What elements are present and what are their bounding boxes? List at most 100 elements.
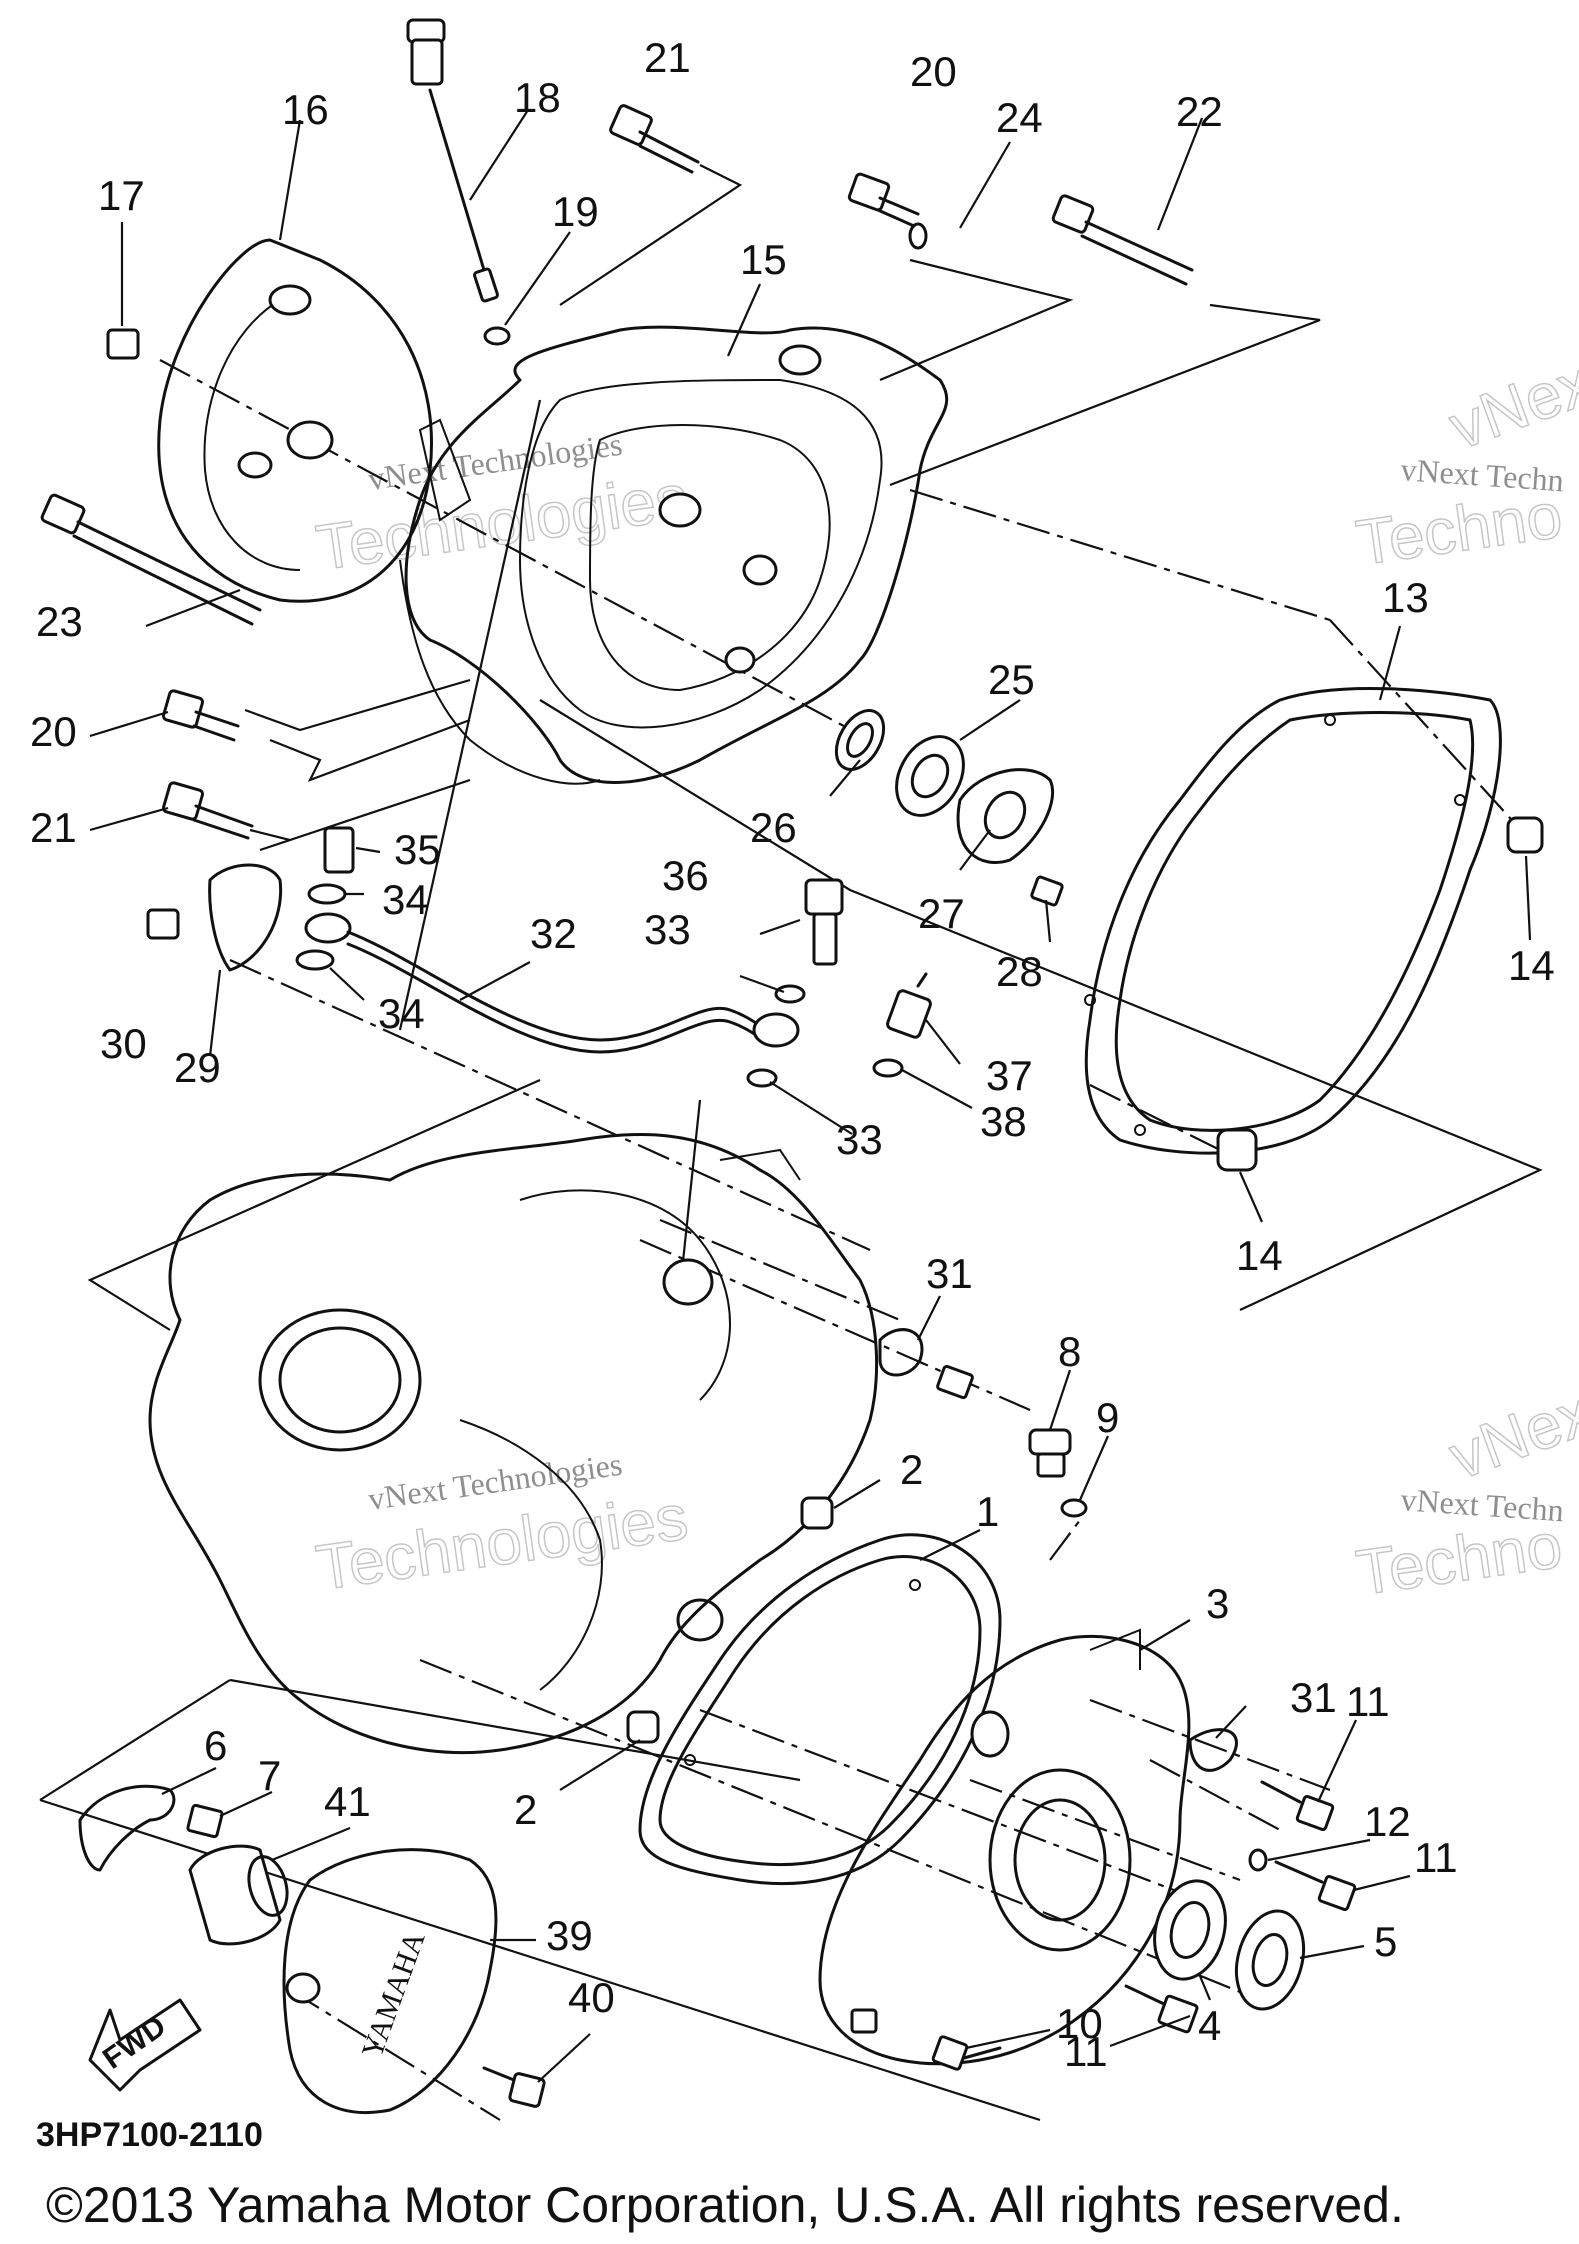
part-21-bolt-left bbox=[161, 781, 254, 840]
callout-31: 31 bbox=[1290, 1674, 1337, 1721]
bracket-line bbox=[249, 778, 471, 852]
watermark-text: vNex bbox=[1440, 346, 1579, 464]
part-6-clip bbox=[78, 1784, 176, 1872]
axis-line bbox=[159, 359, 871, 741]
part-33-washer bbox=[774, 984, 806, 1004]
part-14-dowel-pin bbox=[1506, 816, 1544, 854]
part-38-washer bbox=[872, 1058, 904, 1078]
callout-2: 2 bbox=[514, 1786, 537, 1833]
callout-3: 3 bbox=[1206, 1580, 1229, 1627]
diagram-code: 3HP7100-2110 bbox=[36, 2116, 263, 2154]
cover-brand-text: YAMAHA bbox=[356, 1927, 432, 2062]
part-34-washer bbox=[307, 883, 347, 905]
axis-line bbox=[1329, 619, 1531, 841]
part-4-bearing bbox=[1153, 1879, 1227, 1981]
part-1-gasket bbox=[638, 1533, 1002, 1886]
axis-line bbox=[1149, 1759, 1281, 1831]
callout-2: 2 bbox=[900, 1446, 923, 1493]
callout-28: 28 bbox=[996, 948, 1043, 995]
axis-line bbox=[1089, 1698, 1331, 1792]
axis-line bbox=[1089, 1084, 1231, 1156]
callout-11: 11 bbox=[1064, 2028, 1108, 2075]
axis-line bbox=[289, 1989, 501, 2121]
callout-15: 15 bbox=[740, 236, 787, 283]
crankcase-body bbox=[148, 1132, 879, 1754]
part-3-crankcase-cover bbox=[818, 1628, 1191, 2066]
callout-33: 33 bbox=[644, 906, 691, 953]
callout-10: 10 bbox=[1056, 2000, 1103, 2047]
watermark-text: vNex bbox=[1440, 1376, 1579, 1494]
callout-1: 1 bbox=[976, 1488, 999, 1535]
axis-line bbox=[229, 958, 871, 1252]
part-21-bolt bbox=[609, 104, 700, 174]
callout-31: 31 bbox=[926, 1250, 973, 1297]
part-11-bolt bbox=[1317, 1874, 1357, 1912]
callouts: 1 2 2 3 4 5 6 7 8 9 10 11 11 11 12 13 14… bbox=[30, 34, 1555, 2075]
part-8-plug bbox=[1028, 1428, 1072, 1478]
callout-13: 13 bbox=[1382, 574, 1429, 621]
callout-38: 38 bbox=[980, 1098, 1027, 1145]
callout-21: 21 bbox=[30, 804, 77, 851]
bracket-line bbox=[879, 258, 1074, 382]
callout-37: 37 bbox=[986, 1052, 1033, 1099]
part-40-bolt bbox=[482, 2066, 546, 2108]
part-2-dowel-pin bbox=[626, 1710, 660, 1744]
callout-14: 14 bbox=[1236, 1232, 1283, 1279]
part-22-long-bolt bbox=[1051, 194, 1194, 286]
fwd-arrow-icon: FWD bbox=[88, 1998, 202, 2092]
callout-12: 12 bbox=[1364, 1798, 1411, 1845]
fwd-label: FWD bbox=[97, 2010, 172, 2076]
part-20-bolt bbox=[847, 172, 920, 228]
leader-lines bbox=[89, 109, 1532, 2083]
part-27-retainer-plate bbox=[956, 768, 1055, 864]
part-20-bolt-left bbox=[161, 689, 240, 742]
axis-line bbox=[419, 1658, 1261, 2002]
callout-6: 6 bbox=[204, 1722, 227, 1769]
part-31-clamp bbox=[878, 1328, 924, 1377]
part-11-bolt-shaft bbox=[1274, 1860, 1324, 1884]
callout-4: 4 bbox=[1198, 2002, 1221, 2049]
callout-36: 36 bbox=[662, 852, 709, 899]
callout-30: 30 bbox=[100, 1020, 147, 1067]
callout-34: 34 bbox=[378, 990, 425, 1037]
callout-5: 5 bbox=[1374, 1918, 1397, 1965]
part-17-bolt bbox=[106, 328, 140, 360]
copyright-notice: ©2013 Yamaha Motor Corporation, U.S.A. A… bbox=[46, 2177, 1404, 2233]
axis-line bbox=[659, 1218, 901, 1322]
callout-26: 26 bbox=[750, 804, 797, 851]
part-11-bolt bbox=[1157, 1994, 1199, 2034]
callout-9: 9 bbox=[1096, 1394, 1119, 1441]
part-15-crankcase-cover bbox=[399, 325, 949, 785]
bracket-line bbox=[559, 164, 743, 306]
frame-line bbox=[87, 1078, 541, 1331]
part-26-oil-seal bbox=[834, 709, 886, 771]
part-25-bearing bbox=[895, 735, 965, 817]
part-5-oil-seal bbox=[1234, 1909, 1306, 2011]
watermark-text: Techno bbox=[1352, 1509, 1566, 1609]
part-32-oil-pipe bbox=[304, 912, 800, 1054]
part-30-bolt bbox=[146, 908, 180, 940]
frame-line bbox=[39, 1679, 231, 1801]
callout-18: 18 bbox=[514, 74, 561, 121]
callout-41: 41 bbox=[324, 1778, 371, 1825]
part-16-cover-plate bbox=[157, 238, 433, 603]
callout-16: 16 bbox=[282, 86, 329, 133]
callout-21: 21 bbox=[644, 34, 691, 81]
callout-8: 8 bbox=[1058, 1328, 1081, 1375]
callout-32: 32 bbox=[530, 910, 577, 957]
part-9-o-ring bbox=[1060, 1498, 1088, 1518]
callout-22: 22 bbox=[1176, 88, 1223, 135]
part-34-washer bbox=[295, 949, 335, 971]
callout-34: 34 bbox=[382, 876, 429, 923]
part-11-bolt-shaft bbox=[1260, 1780, 1302, 1804]
frame-line bbox=[539, 699, 1543, 1311]
part-11-bolt bbox=[1295, 1794, 1335, 1832]
callout-40: 40 bbox=[568, 1974, 615, 2021]
part-12-washer bbox=[1248, 1848, 1268, 1872]
part-41-sleeve bbox=[188, 1844, 289, 1946]
callout-19: 19 bbox=[552, 188, 599, 235]
callout-17: 17 bbox=[98, 172, 145, 219]
callout-33: 33 bbox=[836, 1116, 883, 1163]
part-29-bracket bbox=[208, 863, 283, 972]
